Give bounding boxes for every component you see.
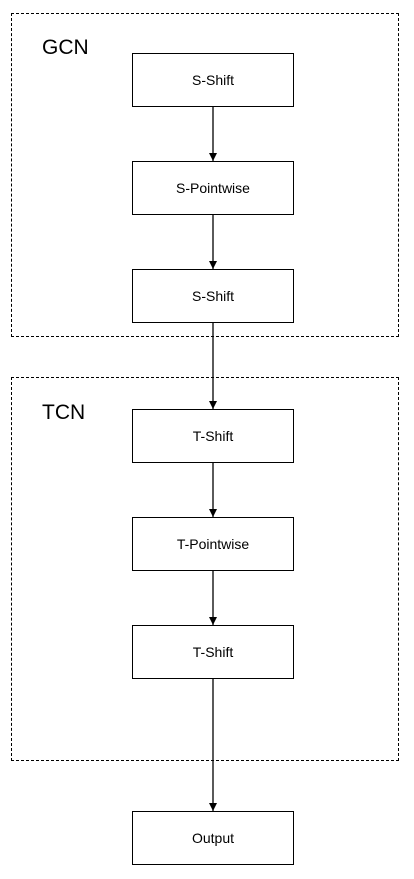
- tcn-group-label: TCN: [42, 401, 86, 424]
- node-t-pointwise[interactable]: T-Pointwise: [132, 517, 294, 571]
- node-output[interactable]: Output: [132, 811, 294, 865]
- gcn-group: [11, 13, 399, 337]
- tcn-group: [11, 377, 399, 761]
- node-t-shift-2[interactable]: T-Shift: [132, 625, 294, 679]
- node-s-pointwise[interactable]: S-Pointwise: [132, 161, 294, 215]
- node-s-shift-1[interactable]: S-Shift: [132, 53, 294, 107]
- gcn-group-label: GCN: [42, 36, 89, 59]
- node-s-shift-2[interactable]: S-Shift: [132, 269, 294, 323]
- node-t-shift-1[interactable]: T-Shift: [132, 409, 294, 463]
